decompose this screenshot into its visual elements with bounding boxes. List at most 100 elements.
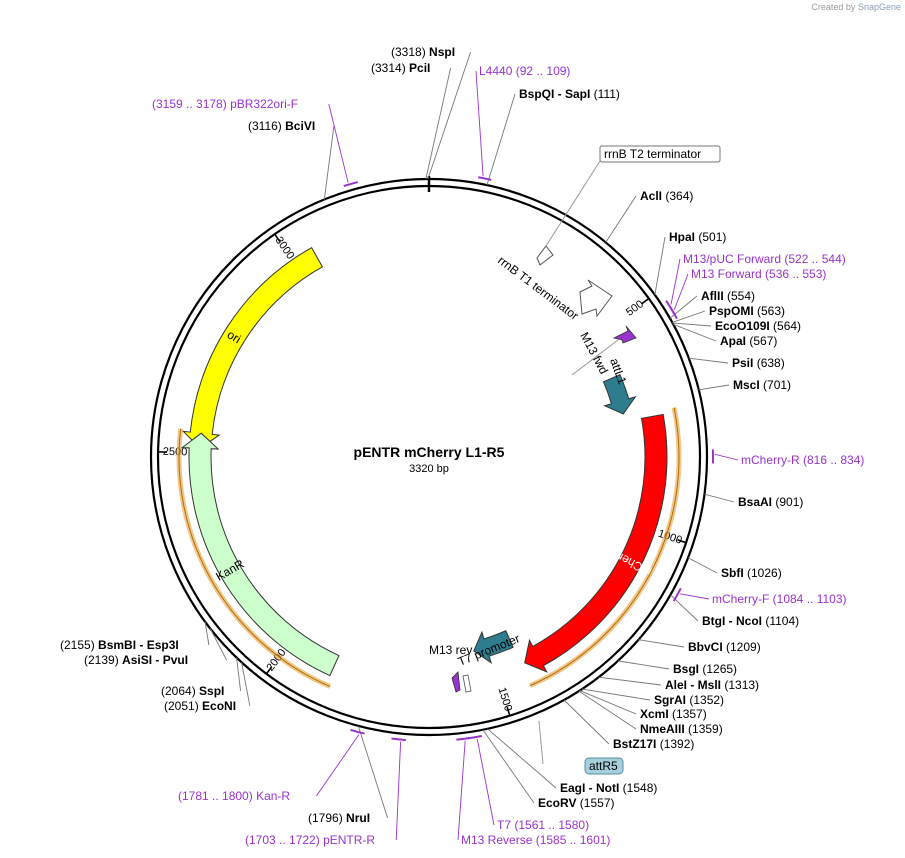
orf-line-1: [529, 407, 680, 687]
site-bsgi[interactable]: BsgI (1265): [617, 660, 737, 676]
plasmid-size: 3320 bp: [409, 463, 449, 475]
feature-attr5[interactable]: [473, 630, 514, 665]
plasmid-name: pENTR mCherry L1-R5: [354, 444, 505, 460]
site-nspi[interactable]: (3318) NspI: [391, 45, 472, 180]
tick-label-3000: 3000: [273, 235, 297, 262]
site-connector: [204, 621, 210, 646]
site-label: PspOMI (563): [709, 304, 785, 318]
site-ecorv[interactable]: EcoRV (1557): [482, 729, 615, 810]
site-label: BbvCI (1209): [688, 640, 761, 654]
site-connector: [209, 628, 227, 661]
primer-connector: [476, 738, 495, 826]
tick-label-500: 500: [624, 298, 646, 318]
primer-connector: [475, 70, 484, 177]
feature-mcherry[interactable]: [524, 413, 668, 673]
primer-connector: [457, 740, 466, 841]
rrnb-t1-terminator-glyph[interactable]: [579, 279, 613, 318]
primer-mark: [343, 181, 358, 188]
label-attr5[interactable]: attR5: [584, 757, 624, 775]
site-bcivi[interactable]: (3116) BciVI: [248, 119, 335, 200]
primer-mark: [478, 176, 492, 181]
site-nmeaiii[interactable]: NmeAIII (1359): [578, 690, 723, 736]
svg-text:rrnB T2 terminator: rrnB T2 terminator: [604, 147, 701, 161]
site-connector: [704, 493, 735, 503]
primer-pentr-r[interactable]: (1703 .. 1722) pENTR-R: [245, 737, 406, 847]
primer-connector: [316, 734, 360, 797]
tick-2000: [265, 666, 273, 675]
site-psii[interactable]: PsiI (638): [688, 356, 785, 370]
site-connector: [579, 690, 637, 715]
rrnb-t2-terminator-glyph[interactable]: [536, 245, 554, 266]
backbone: [149, 176, 709, 737]
site-bsmbi[interactable]: (2155) BsmBI - Esp3I: [60, 621, 210, 652]
primer-connector: [328, 103, 349, 183]
site-pspomi[interactable]: PspOMI (563): [672, 304, 785, 323]
feature-attl1[interactable]: [602, 374, 637, 415]
primer-label: (1781 .. 1800) Kan-R: [178, 789, 290, 803]
primer-connector: [714, 453, 739, 461]
site-aflii[interactable]: AflII (554): [669, 289, 755, 319]
site-apai[interactable]: ApaI (567): [673, 323, 777, 348]
t7-promoter-glyph[interactable]: [462, 674, 472, 693]
site-label: (3314) PciI: [371, 61, 430, 75]
site-econi[interactable]: (2051) EcoNI: [164, 662, 251, 713]
site-bsaai[interactable]: BsaAI (901): [704, 493, 803, 509]
site-connector: [598, 676, 662, 686]
site-label: EcoRV (1557): [538, 796, 615, 810]
m13-rev-glyph[interactable]: [451, 671, 461, 693]
site-connector: [688, 357, 729, 364]
site-label: (2155) BsmBI - Esp3I: [60, 638, 179, 652]
label-m13-rev[interactable]: M13 rev: [429, 643, 472, 657]
primer-label: M13/pUC Forward (522 .. 544): [683, 252, 846, 266]
site-label: (2064) SspI: [161, 684, 224, 698]
primer-pbr322ori-f[interactable]: (3159 .. 3178) pBR322ori-F: [152, 97, 358, 188]
label-m13-fwd[interactable]: M13 fwd: [577, 330, 611, 377]
site-nrui[interactable]: (1796) NruI: [308, 725, 389, 825]
site-msci[interactable]: MscI (701): [698, 378, 791, 392]
site-sbfi[interactable]: SbfI (1026): [687, 557, 782, 580]
site-connector: [581, 688, 651, 701]
feature-kanr[interactable]: [180, 432, 340, 677]
primer-m13-reverse[interactable]: M13 Reverse (1585 .. 1601): [456, 737, 610, 847]
site-bstz17i[interactable]: BstZ17I (1392): [563, 699, 694, 751]
feature-ori[interactable]: [181, 246, 324, 449]
primer-t7[interactable]: T7 (1561 .. 1580): [467, 735, 589, 832]
site-label: ApaI (567): [720, 334, 777, 348]
primer-l4440[interactable]: L4440 (92 .. 109): [475, 64, 570, 181]
tick-1000: [677, 539, 687, 544]
label-rrnb-t1-terminator[interactable]: rrnB T1 terminator: [495, 253, 581, 323]
site-label: SbfI (1026): [721, 566, 782, 580]
site-bbvci[interactable]: BbvCI (1209): [638, 639, 761, 654]
tick-500: [641, 297, 650, 305]
site-pcii[interactable]: (3314) PciI: [371, 61, 452, 180]
site-label: SgrAI (1352): [654, 693, 724, 707]
primer-m13-forward[interactable]: M13 Forward (536 .. 553): [669, 267, 826, 320]
site-ecoo109i[interactable]: EcoO109I (564): [672, 319, 802, 333]
primer-mcherry-r[interactable]: mCherry-R (816 .. 834): [711, 449, 864, 467]
site-acli[interactable]: AclI (364): [605, 189, 694, 243]
site-bspqi[interactable]: BspQI - SapI (111): [486, 87, 620, 186]
primer-mcherry-f[interactable]: mCherry-F (1084 .. 1103): [672, 587, 847, 606]
site-sspi[interactable]: (2064) SspI: [161, 657, 242, 698]
site-hpai[interactable]: HpaI (501): [654, 230, 727, 295]
site-eagi[interactable]: EagI - NotI (1548): [487, 728, 657, 795]
site-asisi[interactable]: (2139) AsiSI - PvuI: [84, 628, 227, 667]
primer-connector: [395, 741, 402, 841]
primer-mark: [350, 728, 365, 735]
primer-label: M13 Reverse (1585 .. 1601): [461, 833, 610, 847]
m13-fwd-glyph[interactable]: [612, 325, 637, 344]
site-label: BspQI - SapI (111): [519, 87, 620, 101]
orf-line-2: [178, 428, 331, 688]
label-rrnb-t2-terminator[interactable]: rrnB T2 terminator: [599, 145, 721, 163]
primer-mark: [456, 737, 470, 741]
site-label: AleI - MslI (1313): [665, 678, 759, 692]
primer-kan-r[interactable]: (1781 .. 1800) Kan-R: [178, 728, 365, 803]
site-sgrai[interactable]: SgrAI (1352): [581, 688, 724, 707]
orf-outlines: [176, 407, 682, 689]
site-alei[interactable]: AleI - MslI (1313): [598, 676, 759, 692]
site-xcmi[interactable]: XcmI (1357): [579, 690, 707, 721]
site-label: (2051) EcoNI: [164, 699, 236, 713]
site-label: BsgI (1265): [673, 662, 737, 676]
feature-label-ori: ori: [225, 327, 244, 346]
